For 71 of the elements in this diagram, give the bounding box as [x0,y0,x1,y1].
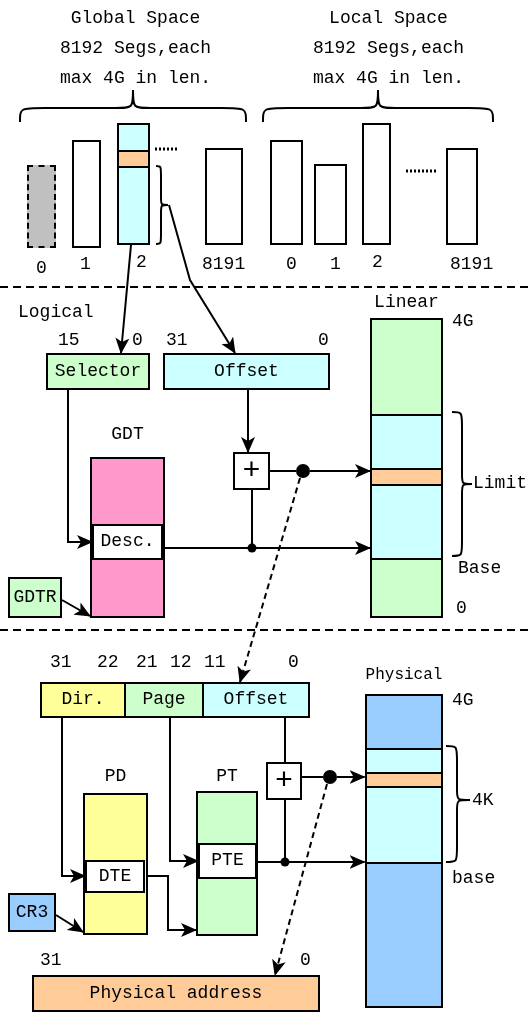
arrow [336,770,366,784]
arrow [168,204,236,354]
bit-number: 15 [58,329,80,351]
segment-bar [314,164,347,245]
bit-number: 12 [170,651,192,673]
index-number: 0 [286,253,297,275]
bit-number: 11 [204,651,226,673]
segment-bar [117,123,150,245]
register-box: CR3 [8,893,56,932]
bit-number: 0 [318,329,329,351]
table-entry: PTE [198,843,257,879]
table-title: PD [103,765,128,788]
segment-bar [27,165,56,248]
size-label: 0 [456,597,467,619]
size-label: Limit [473,472,527,494]
arrow [241,389,255,453]
segment-bar [270,140,303,245]
index-number: 8191 [202,253,246,275]
arrow [61,599,91,617]
dashed-arrow [272,783,328,976]
index-number: 1 [80,253,91,275]
adder-box: + [233,452,270,490]
heading-text: Global Space 8192 Segs,each max 4G in len. [58,7,213,90]
offset-field: Offset [163,353,330,390]
table-entry: Desc. [92,524,163,560]
bit-number: 0 [132,329,143,351]
bit-number: 0 [288,651,299,673]
section-title: Logical [18,301,94,323]
segment-bar [362,123,391,245]
connector-line [284,717,286,763]
bit-number: 31 [166,329,188,351]
size-label: 4K [472,789,494,811]
table-entry: DTE [85,860,145,893]
index-number: 2 [136,251,147,273]
table-title: Linear [373,291,440,314]
table-title: Physical [364,665,444,686]
arrow [115,244,132,354]
index-number: 0 [36,257,47,279]
segment-bar [205,148,243,245]
index-number: 2 [372,251,383,273]
offset-field: Offset [202,682,310,718]
bit-number: 31 [50,651,72,673]
selector-field: Selector [46,353,150,390]
size-label: base [452,867,496,889]
register-box: GDTR [8,577,62,618]
bit-number: 22 [97,651,119,673]
directory-field: Dir. [40,682,126,718]
table-title: PT [215,765,239,788]
bit-number: 0 [300,949,311,971]
arrow [309,464,371,478]
adder-box: + [266,762,302,800]
segment-bar [72,140,101,248]
bit-number: 31 [40,949,62,971]
dashed-arrow [237,477,301,683]
arrow [55,914,84,933]
index-number: 8191 [450,253,494,275]
connector-line [301,776,324,778]
segment-bar [446,148,478,245]
junction-dot [296,464,310,478]
size-label: 4G [452,689,474,711]
address-field: Physical address [32,975,320,1012]
connector-line [269,470,297,472]
size-label: 4G [452,310,474,332]
index-number: 1 [330,253,341,275]
page-field: Page [124,682,204,718]
table-title: GDT [110,423,145,446]
size-label: Base [458,557,502,579]
bit-number: 21 [136,651,158,673]
curly-brace [155,165,169,245]
junction-dot [323,770,337,784]
heading-text: Local Space 8192 Segs,each max 4G in len. [311,7,466,90]
